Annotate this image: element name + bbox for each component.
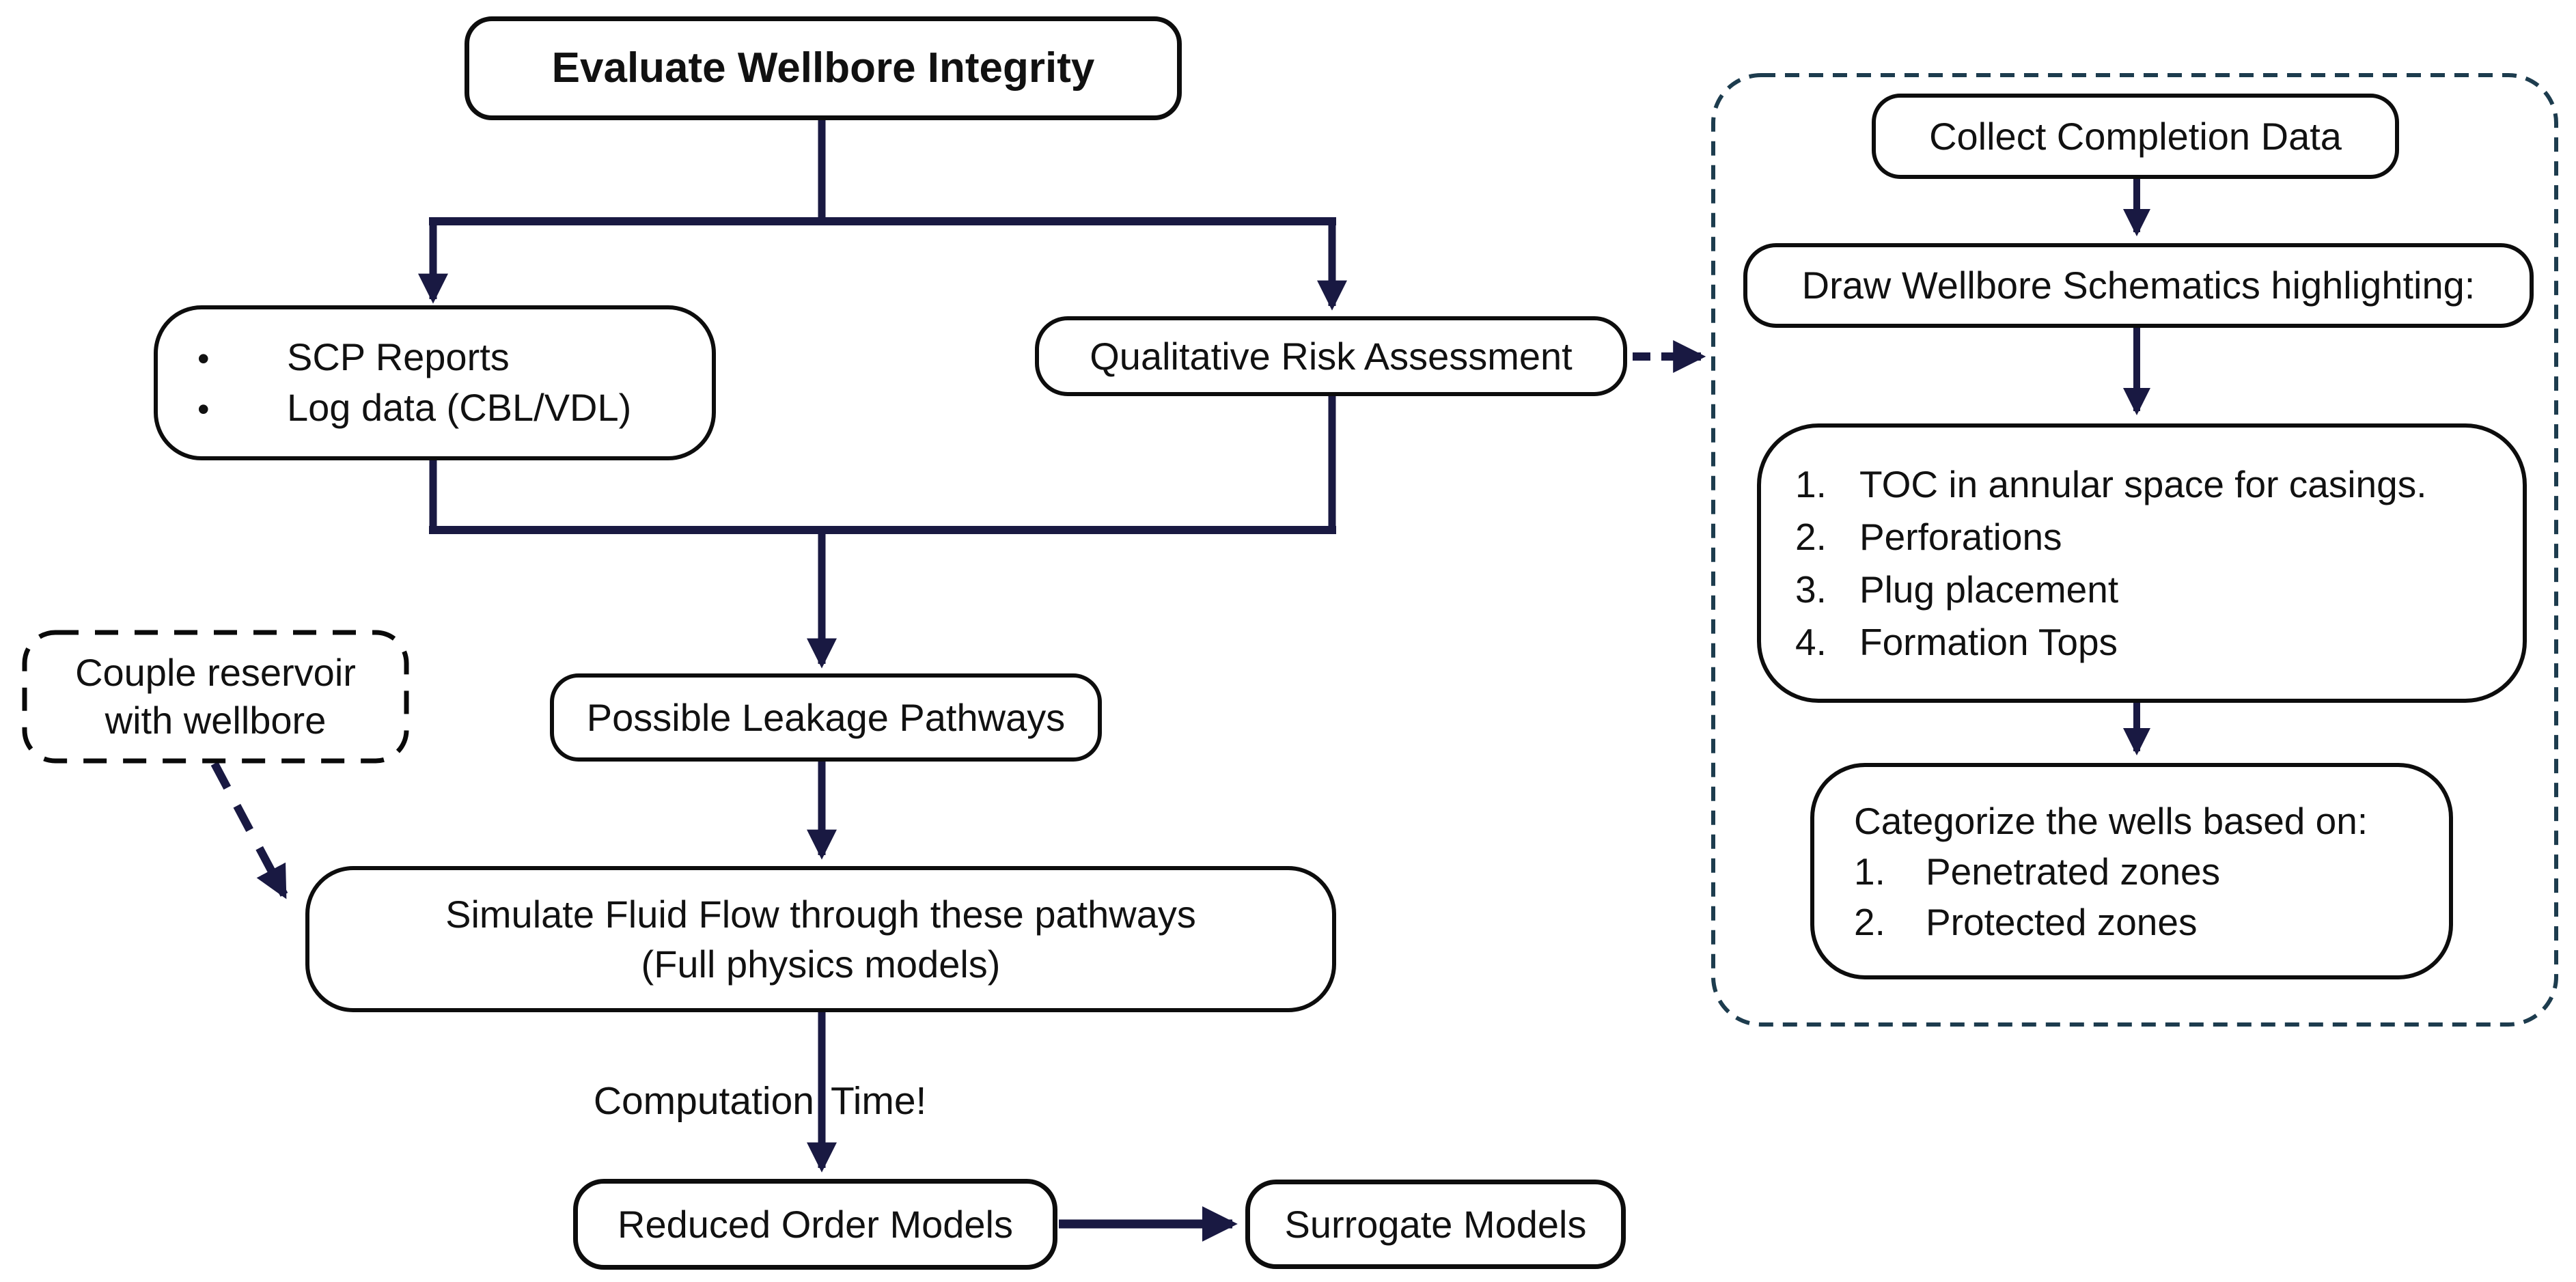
node-label: Reduced Order Models (618, 1202, 1013, 1246)
node-label: Draw Wellbore Schematics highlighting: (1801, 264, 2476, 307)
couple-note-node: Couple reservoir with wellbore (25, 632, 406, 761)
possible-leakage-node: Possible Leakage Pathways (550, 673, 1102, 762)
list-item: 1. TOC in annular space for casings. (1795, 458, 2523, 511)
item-text: Penetrated zones (1926, 850, 2221, 893)
item-number: 3. (1795, 568, 1827, 611)
item-text: TOC in annular space for casings. (1859, 462, 2427, 505)
qualitative-risk-node: Qualitative Risk Assessment (1035, 316, 1627, 396)
item-text: Perforations (1859, 515, 2062, 558)
list-item: 4. Formation Tops (1795, 616, 2523, 669)
bullet-icon: • (197, 339, 210, 378)
item-text: Protected zones (1926, 900, 2198, 943)
couple-note-border (22, 630, 409, 764)
simulate-node: Simulate Fluid Flow through these pathwa… (305, 866, 1336, 1012)
item-text: Formation Tops (1859, 620, 2118, 663)
page-title: Evaluate Wellbore Integrity (551, 44, 1095, 92)
surrogate-node: Surrogate Models (1245, 1180, 1626, 1269)
data-source-label: Log data (CBL/VDL) (287, 385, 632, 429)
title-node: Evaluate Wellbore Integrity (465, 16, 1182, 120)
bullet-icon: • (197, 389, 210, 428)
item-number: 2. (1795, 515, 1827, 558)
note-line1: Couple reservoir (75, 651, 356, 694)
list-item: 3. Plug placement (1795, 563, 2523, 616)
list-item: • SCP Reports (197, 333, 712, 383)
item-number: 4. (1795, 620, 1827, 663)
list-item: • Log data (CBL/VDL) (197, 383, 712, 434)
workflow-panel-border (1711, 73, 2558, 1027)
list-item: 2. Protected zones (1854, 897, 2449, 947)
item-number: 2. (1854, 900, 1885, 943)
list-item: 1. Penetrated zones (1854, 846, 2449, 897)
reduced-order-node: Reduced Order Models (573, 1179, 1057, 1270)
highlights-list-node: 1. TOC in annular space for casings. 2. … (1757, 423, 2527, 703)
dashed-arrow-couple-to-simulate (210, 762, 288, 900)
item-text: Plug placement (1859, 568, 2119, 611)
computation-time-label: Time! (831, 1081, 926, 1121)
list-item: 2. Perforations (1795, 511, 2523, 563)
node-label-line1: Simulate Fluid Flow through these pathwa… (445, 893, 1196, 936)
collect-completion-node: Collect Completion Data (1872, 94, 2399, 179)
computation-word: Computation (593, 1079, 814, 1123)
note-line2: with wellbore (105, 699, 327, 742)
node-label-line2: (Full physics models) (641, 943, 1001, 986)
categorize-node: Categorize the wells based on: 1. Penetr… (1810, 763, 2453, 979)
node-label: Qualitative Risk Assessment (1090, 334, 1573, 378)
node-label: Surrogate Models (1284, 1202, 1587, 1246)
node-label: Collect Completion Data (1929, 114, 2342, 158)
item-number: 1. (1854, 850, 1885, 893)
data-sources-node: • SCP Reports • Log data (CBL/VDL) (154, 305, 716, 460)
item-number: 1. (1795, 462, 1827, 505)
node-label: Possible Leakage Pathways (586, 695, 1066, 739)
categorize-heading: Categorize the wells based on: (1854, 799, 2368, 842)
computation-time-label: Computation (478, 1081, 814, 1121)
time-word: Time! (831, 1079, 927, 1123)
draw-schematics-node: Draw Wellbore Schematics highlighting: (1743, 243, 2534, 328)
data-source-label: SCP Reports (287, 335, 510, 378)
